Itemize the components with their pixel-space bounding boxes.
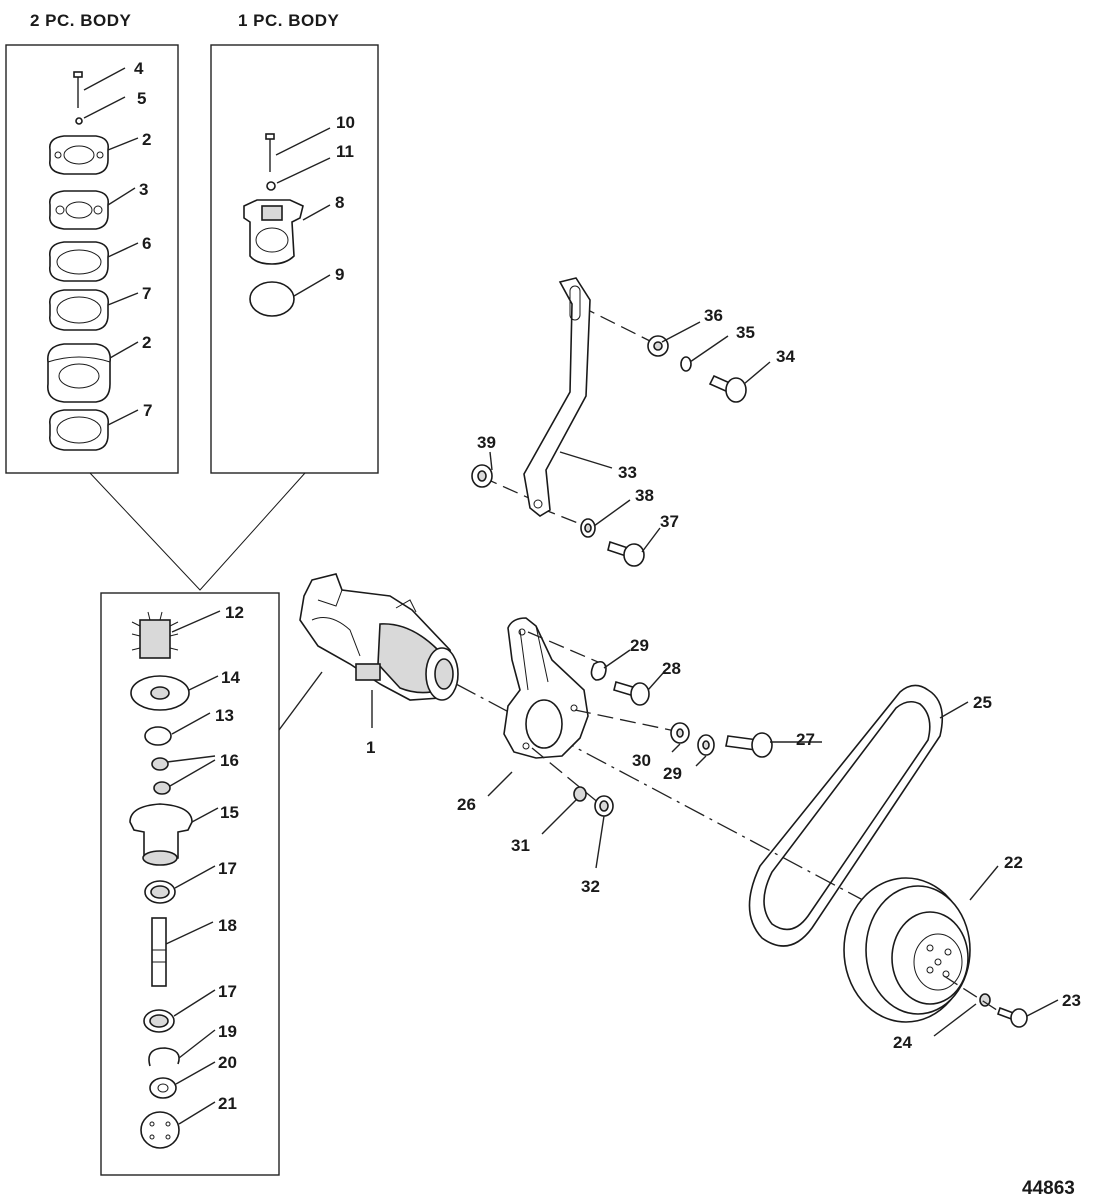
- callout-29-lower: 29: [663, 764, 682, 783]
- callout-36: 36: [704, 306, 723, 325]
- plate-part-6: [48, 241, 110, 282]
- bolt-part-37: [607, 540, 645, 567]
- callout-26: 26: [457, 795, 476, 814]
- callout-7-top: 7: [142, 284, 151, 303]
- callout-17-bottom: 17: [218, 982, 237, 1001]
- callout-30: 30: [632, 751, 651, 770]
- callout-35: 35: [736, 323, 755, 342]
- washer-part-5: [75, 117, 83, 125]
- seal-part-16-bottom: [153, 781, 171, 795]
- bearing-part-17-top: [144, 880, 176, 904]
- callout-24: 24: [893, 1033, 912, 1052]
- callout-7-bottom: 7: [143, 401, 152, 420]
- hub-part-21: [140, 1111, 180, 1149]
- pump-internals-panel: [100, 592, 280, 1176]
- nut-part-39: [471, 464, 493, 488]
- pump-body-part-8: [243, 199, 304, 265]
- callout-27: 27: [796, 730, 815, 749]
- callout-11: 11: [336, 142, 354, 161]
- panel-connector-lines: [89, 472, 306, 591]
- bearing-part-17-bottom: [143, 1009, 175, 1033]
- bolt-part-27: [725, 732, 773, 758]
- callout-22: 22: [1004, 853, 1023, 872]
- callout-29-upper: 29: [630, 636, 649, 655]
- callout-16: 16: [220, 751, 239, 770]
- nut-part-32: [594, 795, 614, 817]
- lockwasher-part-35: [680, 356, 692, 372]
- shaft-part-18: [151, 917, 167, 987]
- screw-part-10: [265, 133, 275, 172]
- washer-part-30: [670, 722, 690, 744]
- face-plate-part-14: [130, 675, 190, 711]
- impeller-part-12: [131, 611, 179, 659]
- pulley-part-22: [843, 877, 971, 1023]
- callout-25: 25: [973, 693, 992, 712]
- header-two-piece-body: 2 PC. BODY: [30, 11, 132, 30]
- callout-9: 9: [335, 265, 344, 284]
- lockwasher-part-29-lower: [697, 734, 715, 756]
- callout-32: 32: [581, 877, 600, 896]
- bolt-part-28: [613, 680, 650, 706]
- callout-33: 33: [618, 463, 637, 482]
- washer-part-38: [580, 518, 596, 538]
- callout-21: 21: [218, 1094, 237, 1113]
- callout-37: 37: [660, 512, 679, 531]
- callout-19: 19: [218, 1022, 237, 1041]
- figure-number: 44863: [1022, 1178, 1075, 1199]
- bolt-part-23: [996, 1006, 1028, 1028]
- drive-belt-part-25: [748, 684, 944, 947]
- seawater-pump-part-1: [299, 573, 459, 701]
- bolt-part-34: [708, 374, 747, 403]
- header-one-piece-body: 1 PC. BODY: [238, 11, 340, 30]
- callout-31: 31: [511, 836, 530, 855]
- lockwasher-part-29-upper: [590, 660, 607, 681]
- callout-39: 39: [477, 433, 496, 452]
- two-piece-body-panel: [5, 44, 179, 474]
- panel-to-pump-leader: [278, 671, 323, 731]
- callout-8: 8: [335, 193, 344, 212]
- gasket-part-7-top: [48, 289, 110, 331]
- housing-part-15: [129, 803, 193, 866]
- gasket-part-3: [48, 190, 110, 230]
- screw-part-4: [73, 71, 83, 108]
- one-piece-body-panel: [210, 44, 379, 474]
- o-ring-part-13: [144, 726, 172, 746]
- callout-2-body: 2: [142, 333, 151, 352]
- callout-18: 18: [218, 916, 237, 935]
- callout-1: 1: [366, 738, 375, 757]
- callout-17-top: 17: [218, 859, 237, 878]
- gasket-part-7-bottom: [48, 409, 110, 451]
- washer-part-36: [647, 335, 669, 357]
- washer-part-20: [149, 1077, 177, 1099]
- callout-2-top: 2: [142, 130, 151, 149]
- callout-12: 12: [225, 603, 244, 622]
- callout-14: 14: [221, 668, 240, 687]
- callout-3: 3: [139, 180, 148, 199]
- callout-23: 23: [1062, 991, 1081, 1010]
- callout-4: 4: [134, 59, 144, 78]
- callout-20: 20: [218, 1053, 237, 1072]
- callout-13: 13: [215, 706, 234, 725]
- body-part-2: [47, 343, 112, 403]
- callout-34: 34: [776, 347, 795, 366]
- callout-5: 5: [137, 89, 146, 108]
- callout-28: 28: [662, 659, 681, 678]
- washer-part-24: [979, 993, 991, 1007]
- callout-15: 15: [220, 803, 239, 822]
- adjusting-bracket-part-33: [523, 277, 591, 517]
- washer-part-11: [266, 181, 276, 191]
- callout-38: 38: [635, 486, 654, 505]
- seal-part-16-top: [151, 757, 169, 771]
- callout-6: 6: [142, 234, 151, 253]
- bracket-part-26: [503, 617, 589, 759]
- lockwasher-part-31: [573, 786, 587, 802]
- cover-plate-part-2-top: [48, 135, 110, 175]
- callout-10: 10: [336, 113, 355, 132]
- o-ring-part-9: [249, 281, 295, 317]
- snap-ring-part-19: [148, 1047, 180, 1067]
